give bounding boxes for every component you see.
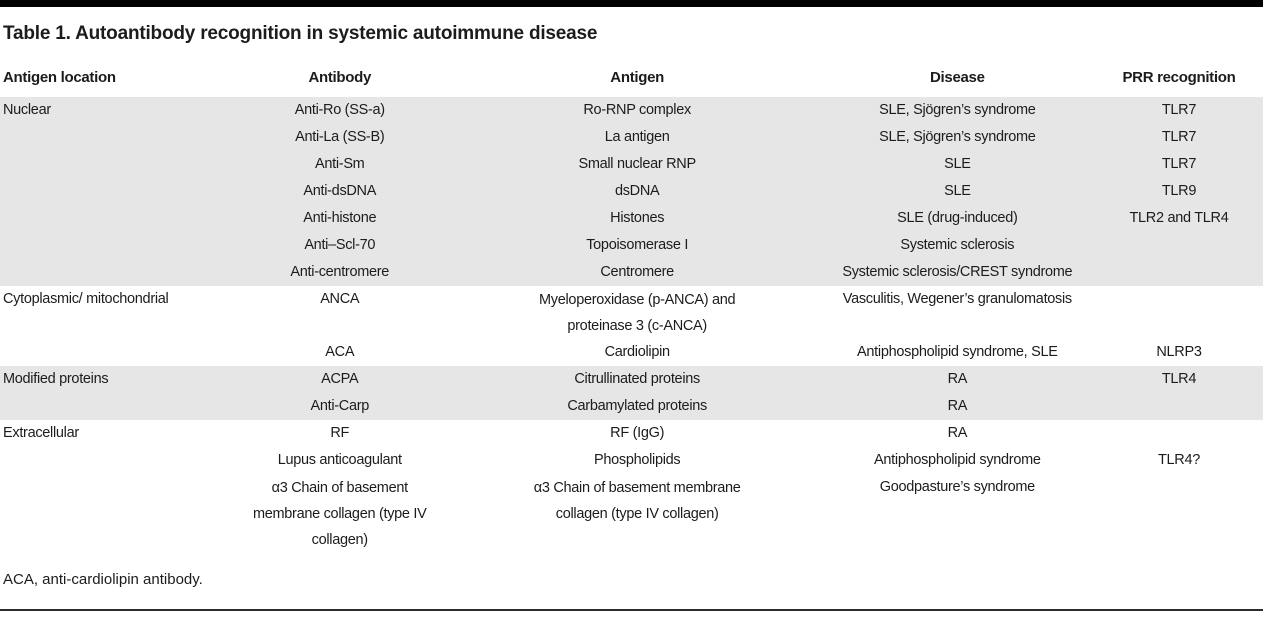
cell-antibody: Anti-La (SS-B) bbox=[295, 129, 385, 145]
cell-antibody: ACA bbox=[325, 344, 355, 360]
cell-antigen-location: Nuclear bbox=[3, 102, 51, 118]
cell-prr bbox=[1095, 420, 1263, 447]
cell-prr bbox=[1095, 286, 1263, 339]
cell-antigen: Topoisomerase I bbox=[586, 237, 689, 253]
cell-antigen: Myeloperoxidase (p-ANCA) and proteinase … bbox=[539, 292, 736, 334]
cell-antigen-location bbox=[0, 205, 225, 232]
cell-prr: TLR4 bbox=[1161, 371, 1197, 387]
table-row: α3 Chain of basement membrane collagen (… bbox=[0, 474, 1263, 553]
cell-disease: Vasculitis, Wegener’s granulomatosis bbox=[842, 291, 1072, 307]
cell-disease: SLE bbox=[944, 183, 971, 199]
cell-antigen-location bbox=[0, 151, 225, 178]
cell-antigen-location bbox=[0, 474, 225, 553]
cell-antibody: Anti-Carp bbox=[310, 398, 370, 414]
cell-prr: TLR7 bbox=[1161, 156, 1197, 172]
table-row: Extracellular RF RF (IgG) RA bbox=[0, 420, 1263, 447]
cell-antigen: RF (IgG) bbox=[610, 425, 665, 441]
table-row: Cytoplasmic/ mitochondrial ANCA Myeloper… bbox=[0, 286, 1263, 339]
cell-antibody: Anti–Scl-70 bbox=[304, 237, 376, 253]
cell-disease: SLE bbox=[944, 156, 971, 172]
cell-antibody: Anti-histone bbox=[303, 210, 377, 226]
cell-antigen-location: Extracellular bbox=[3, 425, 79, 441]
column-header-disease: Disease bbox=[930, 69, 985, 86]
cell-prr: TLR7 bbox=[1161, 129, 1197, 145]
cell-prr bbox=[1095, 232, 1263, 259]
cell-disease: Systemic sclerosis/CREST syndrome bbox=[842, 264, 1073, 280]
cell-antigen-location: Cytoplasmic/ mitochondrial bbox=[3, 291, 169, 307]
cell-prr: TLR4? bbox=[1157, 452, 1200, 468]
cell-antibody: ANCA bbox=[320, 291, 360, 307]
cell-prr: TLR7 bbox=[1161, 102, 1197, 118]
cell-antigen: La antigen bbox=[604, 129, 670, 145]
cell-antigen-location bbox=[0, 259, 225, 286]
table-row: Anti-La (SS-B) La antigen SLE, Sjögren’s… bbox=[0, 124, 1263, 151]
cell-antigen-location bbox=[0, 447, 225, 474]
cell-antigen: α3 Chain of basement membrane collagen (… bbox=[533, 480, 741, 522]
cell-antigen: Phospholipids bbox=[593, 452, 681, 468]
cell-disease: SLE (drug-induced) bbox=[897, 210, 1018, 226]
cell-disease: Antiphospholipid syndrome bbox=[874, 452, 1041, 468]
cell-prr: NLRP3 bbox=[1156, 344, 1202, 360]
table-row: Anti-centromere Centromere Systemic scle… bbox=[0, 259, 1263, 286]
table-footnote: ACA, anti-cardiolipin antibody. bbox=[3, 571, 203, 588]
cell-antigen: Citrullinated proteins bbox=[574, 371, 700, 387]
section-modified-proteins: Modified proteins ACPA Citrullinated pro… bbox=[0, 366, 1263, 420]
cell-antigen-location: Modified proteins bbox=[3, 371, 109, 387]
cell-disease: SLE, Sjögren’s syndrome bbox=[879, 102, 1036, 118]
cell-antigen: Small nuclear RNP bbox=[578, 156, 696, 172]
cell-prr bbox=[1095, 259, 1263, 286]
column-header-antibody: Antibody bbox=[308, 69, 372, 86]
table-row: Anti-Carp Carbamylated proteins RA bbox=[0, 393, 1263, 420]
cell-antibody: Anti-Sm bbox=[315, 156, 365, 172]
cell-antigen: Cardiolipin bbox=[604, 344, 671, 360]
cell-antibody: Anti-dsDNA bbox=[303, 183, 377, 199]
cell-antigen: Histones bbox=[610, 210, 665, 226]
cell-antigen: Centromere bbox=[600, 264, 674, 280]
cell-prr bbox=[1095, 474, 1263, 553]
table-header-row: Antigen location Antibody Antigen Diseas… bbox=[0, 68, 1263, 88]
cell-antigen: Ro-RNP complex bbox=[583, 102, 691, 118]
table-row: Modified proteins ACPA Citrullinated pro… bbox=[0, 366, 1263, 393]
cell-antibody: Anti-Ro (SS-a) bbox=[294, 102, 385, 118]
cell-disease: RA bbox=[947, 425, 968, 441]
bottom-rule-bar bbox=[0, 609, 1263, 611]
cell-disease: RA bbox=[947, 398, 968, 414]
cell-antigen-location bbox=[0, 339, 225, 366]
column-header-antigen: Antigen bbox=[610, 69, 665, 86]
cell-antigen-location bbox=[0, 393, 225, 420]
cell-disease: RA bbox=[947, 371, 968, 387]
table-title: Table 1. Autoantibody recognition in sys… bbox=[3, 23, 598, 44]
table-row: Anti–Scl-70 Topoisomerase I Systemic scl… bbox=[0, 232, 1263, 259]
section-nuclear: Nuclear Anti-Ro (SS-a) Ro-RNP complex SL… bbox=[0, 97, 1263, 286]
cell-antigen-location bbox=[0, 178, 225, 205]
cell-antigen: dsDNA bbox=[614, 183, 660, 199]
table-row: ACA Cardiolipin Antiphospholipid syndrom… bbox=[0, 339, 1263, 366]
cell-antibody: RF bbox=[330, 425, 350, 441]
cell-disease: Antiphospholipid syndrome, SLE bbox=[857, 344, 1058, 360]
cell-disease: Goodpasture’s syndrome bbox=[879, 479, 1035, 495]
cell-disease: SLE, Sjögren’s syndrome bbox=[879, 129, 1036, 145]
cell-prr: TLR9 bbox=[1161, 183, 1197, 199]
column-header-antigen-location: Antigen location bbox=[3, 69, 116, 86]
cell-prr bbox=[1095, 393, 1263, 420]
section-cytoplasmic-mitochondrial: Cytoplasmic/ mitochondrial ANCA Myeloper… bbox=[0, 286, 1263, 366]
cell-antigen: Carbamylated proteins bbox=[567, 398, 707, 414]
table-row: Anti-dsDNA dsDNA SLE TLR9 bbox=[0, 178, 1263, 205]
table-row: Anti-Sm Small nuclear RNP SLE TLR7 bbox=[0, 151, 1263, 178]
section-extracellular: Extracellular RF RF (IgG) RA Lupus antic… bbox=[0, 420, 1263, 553]
column-header-prr-recognition: PRR recognition bbox=[1122, 69, 1236, 86]
cell-antigen-location bbox=[0, 232, 225, 259]
table-row: Anti-histone Histones SLE (drug-induced)… bbox=[0, 205, 1263, 232]
cell-prr: TLR2 and TLR4 bbox=[1129, 210, 1229, 226]
table-row: Lupus anticoagulant Phospholipids Antiph… bbox=[0, 447, 1263, 474]
cell-antibody: Anti-centromere bbox=[290, 264, 390, 280]
cell-antigen-location bbox=[0, 124, 225, 151]
cell-antibody: ACPA bbox=[321, 371, 359, 387]
cell-disease: Systemic sclerosis bbox=[900, 237, 1015, 253]
table-row: Nuclear Anti-Ro (SS-a) Ro-RNP complex SL… bbox=[0, 97, 1263, 124]
cell-antibody: α3 Chain of basement membrane collagen (… bbox=[252, 480, 427, 548]
top-rule-bar bbox=[0, 0, 1263, 7]
cell-antibody: Lupus anticoagulant bbox=[277, 452, 402, 468]
